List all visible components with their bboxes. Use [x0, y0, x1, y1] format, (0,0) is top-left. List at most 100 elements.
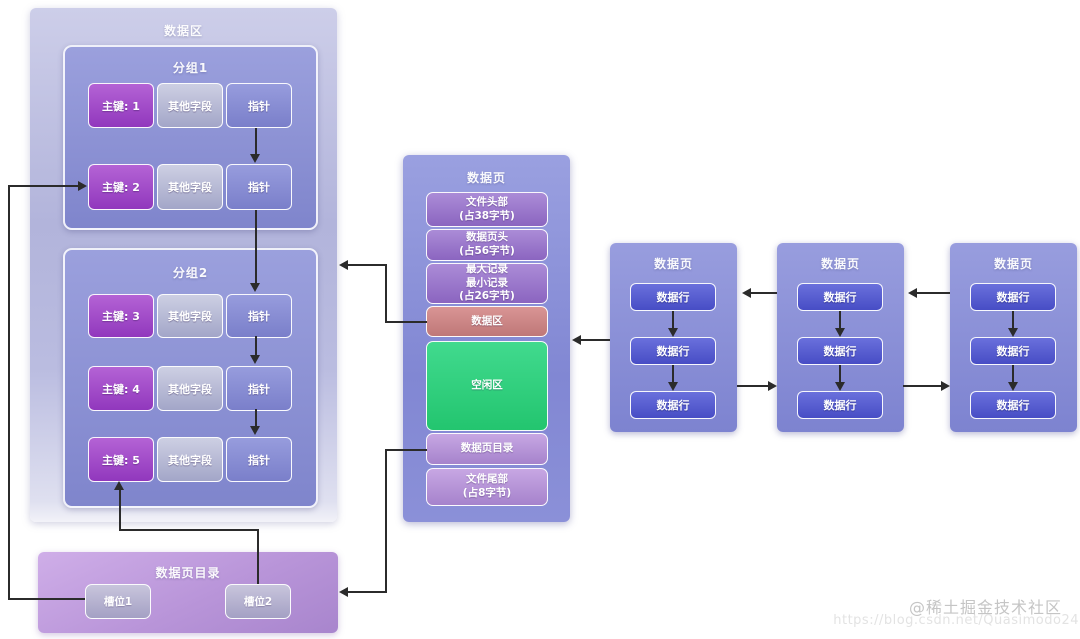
arrowhead-to-pk2 — [78, 181, 87, 191]
section-data-area: 数据区 — [426, 306, 548, 337]
arrowhead-p1-row3 — [668, 382, 678, 391]
data-row: 数据行 — [630, 283, 716, 311]
arrowhead-p3-row2 — [1008, 328, 1018, 337]
arrowhead-p3-row3 — [1008, 382, 1018, 391]
arrowhead-page2-prev — [742, 288, 751, 298]
primary-key-cell: 主键: 2 — [88, 164, 154, 210]
data-row: 数据行 — [797, 391, 883, 419]
arrow-dir-h1 — [386, 449, 427, 451]
arrowhead-page2-next — [941, 381, 950, 391]
group-2-title: 分组2 — [172, 266, 209, 280]
primary-key-cell: 主键: 5 — [88, 437, 154, 482]
page-structure-title: 数据页 — [466, 171, 506, 185]
arrowhead-to-data-area-box — [339, 260, 348, 270]
watermark-url: https://blog.csdn.net/Quasimodo24 — [833, 613, 1079, 628]
data-row: 数据行 — [630, 391, 716, 419]
data-row: 数据行 — [630, 337, 716, 365]
pointer-cell: 指针 — [226, 366, 292, 411]
section-min-max-record: 最大记录 最小记录 (占26字节) — [426, 263, 548, 304]
pointer-cell: 指针 — [226, 437, 292, 482]
arrowhead-to-pk5 — [114, 481, 124, 490]
linked-page-1: 数据页 数据行 数据行 数据行 — [610, 243, 737, 432]
other-field-cell: 其他字段 — [157, 83, 223, 128]
linked-page-title: 数据页 — [993, 257, 1033, 271]
arrow-dir-h2 — [348, 591, 387, 593]
primary-key-cell: 主键: 1 — [88, 83, 154, 128]
arrowhead-to-row2 — [250, 154, 260, 163]
arrow-dataarea-v — [385, 264, 387, 323]
slot-2: 槽位2 — [225, 584, 291, 619]
arrowhead-to-row3 — [250, 283, 260, 292]
record-row-pk5: 主键: 5 其他字段 指针 — [88, 437, 292, 482]
arrow-p1-row1-row2 — [672, 311, 674, 328]
arrowhead-p2-row2 — [835, 328, 845, 337]
data-row: 数据行 — [970, 391, 1056, 419]
page-directory-title: 数据页目录 — [155, 566, 221, 580]
group-2-box: 分组2 主键: 3 其他字段 指针 主键: 4 其他字段 指针 主键: 5 其他… — [63, 248, 318, 508]
section-page-header: 数据页头 (占56字节) — [426, 229, 548, 261]
linked-page-title: 数据页 — [820, 257, 860, 271]
page-structure-box: 数据页 文件头部 (占38字节) 数据页头 (占56字节) 最大记录 最小记录 … — [403, 155, 570, 522]
arrowhead-to-directory-box — [339, 587, 348, 597]
arrow-slot1-v — [8, 186, 10, 600]
other-field-cell: 其他字段 — [157, 294, 223, 338]
arrow-ptr3-v — [255, 336, 257, 355]
arrow-ptr2-v — [255, 210, 257, 283]
linked-page-3: 数据页 数据行 数据行 数据行 — [950, 243, 1077, 432]
arrowhead-page3-prev — [908, 288, 917, 298]
slot-1: 槽位1 — [85, 584, 151, 619]
data-row: 数据行 — [970, 337, 1056, 365]
data-row: 数据行 — [797, 283, 883, 311]
arrowhead-p1-row2 — [668, 328, 678, 337]
page-directory-box: 数据页目录 槽位1 槽位2 — [38, 552, 338, 633]
section-free-area: 空闲区 — [426, 341, 548, 431]
record-row-pk3: 主键: 3 其他字段 指针 — [88, 294, 292, 338]
arrow-p1-row2-row3 — [672, 365, 674, 382]
arrowhead-page1-next — [768, 381, 777, 391]
other-field-cell: 其他字段 — [157, 437, 223, 482]
group-1-box: 分组1 主键: 1 其他字段 指针 主键: 2 其他字段 指针 — [63, 45, 318, 230]
linked-page-2: 数据页 数据行 数据行 数据行 — [777, 243, 904, 432]
arrow-page2-next — [903, 385, 941, 387]
arrowhead-p2-row3 — [835, 382, 845, 391]
arrow-ptr1-v — [255, 128, 257, 154]
section-page-directory: 数据页目录 — [426, 433, 548, 465]
arrow-dataarea-h2 — [348, 264, 387, 266]
primary-key-cell: 主键: 3 — [88, 294, 154, 338]
record-row-pk4: 主键: 4 其他字段 指针 — [88, 366, 292, 411]
arrow-p3-row2-row3 — [1012, 365, 1014, 382]
section-file-header: 文件头部 (占38字节) — [426, 192, 548, 227]
arrow-p2-row1-row2 — [839, 311, 841, 328]
arrow-page1-to-structure — [581, 339, 610, 341]
arrowhead-to-row4 — [250, 355, 260, 364]
data-row: 数据行 — [970, 283, 1056, 311]
group-1-title: 分组1 — [172, 61, 209, 75]
arrow-page1-next — [737, 385, 768, 387]
section-file-trailer: 文件尾部 (占8字节) — [426, 468, 548, 506]
data-row: 数据行 — [797, 337, 883, 365]
arrow-dir-v — [385, 449, 387, 593]
arrow-slot2-v1 — [257, 530, 259, 584]
arrow-dataarea-h1 — [386, 321, 427, 323]
arrow-p3-row1-row2 — [1012, 311, 1014, 328]
arrow-slot2-v2 — [119, 490, 121, 531]
record-row-pk2: 主键: 2 其他字段 指针 — [88, 164, 292, 210]
data-area-box: 数据区 分组1 主键: 1 其他字段 指针 主键: 2 其他字段 指针 分组2 … — [30, 8, 337, 522]
linked-page-title: 数据页 — [653, 257, 693, 271]
arrow-slot2-h — [119, 529, 259, 531]
arrowhead-to-page-structure — [572, 335, 581, 345]
primary-key-cell: 主键: 4 — [88, 366, 154, 411]
arrow-slot1-h2 — [8, 185, 78, 187]
watermark-community: @稀土掘金技术社区 — [908, 598, 1062, 617]
arrow-slot1-h1 — [8, 598, 85, 600]
arrow-page2-prev — [751, 292, 777, 294]
pointer-cell: 指针 — [226, 164, 292, 210]
other-field-cell: 其他字段 — [157, 164, 223, 210]
pointer-cell: 指针 — [226, 294, 292, 338]
arrow-ptr4-v — [255, 409, 257, 426]
pointer-cell: 指针 — [226, 83, 292, 128]
record-row-pk1: 主键: 1 其他字段 指针 — [88, 83, 292, 128]
arrow-page3-prev — [917, 292, 950, 294]
other-field-cell: 其他字段 — [157, 366, 223, 411]
